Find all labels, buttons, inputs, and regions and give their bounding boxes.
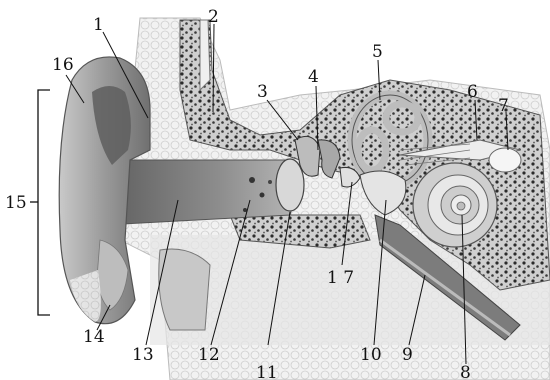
label-12: 12 — [198, 345, 220, 365]
label-11: 11 — [256, 363, 278, 380]
label-13: 13 — [132, 345, 154, 365]
label-6: 6 — [467, 82, 478, 102]
label-16: 16 — [52, 55, 74, 75]
ear-canal — [105, 160, 295, 225]
outer-ear-bracket — [30, 90, 50, 315]
eardrum — [276, 159, 304, 211]
label-10: 10 — [360, 345, 382, 365]
label-14: 14 — [83, 327, 105, 347]
label-5: 5 — [372, 42, 383, 62]
label-8: 8 — [460, 363, 471, 380]
label-3: 3 — [257, 82, 268, 102]
tragus-cartilage — [159, 249, 210, 330]
label-9: 9 — [402, 345, 413, 365]
label-17: 1 7 — [327, 268, 354, 288]
label-2: 2 — [208, 7, 219, 27]
label-4: 4 — [308, 67, 319, 87]
label-1: 1 — [93, 15, 104, 35]
label-7: 7 — [498, 96, 509, 116]
label-15: 15 — [5, 193, 27, 213]
cochlea — [413, 163, 497, 247]
